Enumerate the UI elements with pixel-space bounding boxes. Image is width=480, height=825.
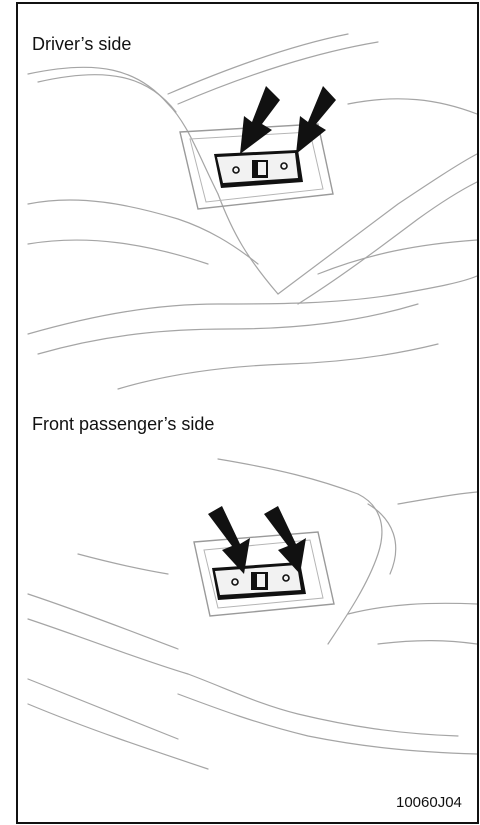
passenger-side-label: Front passenger’s side: [32, 414, 214, 435]
window-lock-switch: [214, 150, 303, 188]
figure-frame: Driver’s side: [16, 2, 479, 824]
window-lock-switch: [212, 562, 306, 600]
driver-side-illustration: [18, 4, 477, 394]
figure-code: 10060J04: [396, 794, 462, 811]
passenger-side-illustration: [18, 444, 477, 814]
